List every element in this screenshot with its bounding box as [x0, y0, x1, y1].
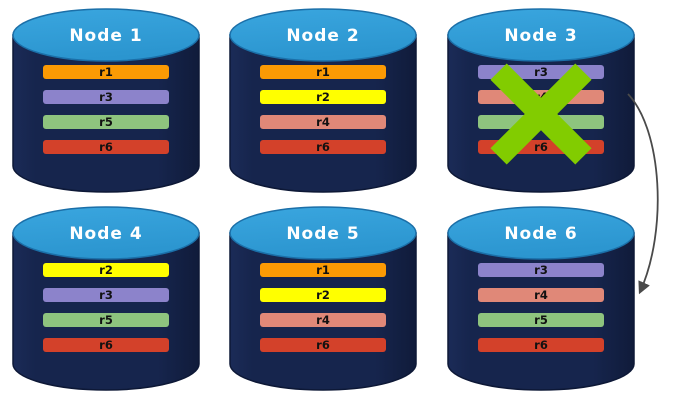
node-cylinder-2[interactable]: Node 2 r1 r2 r4 r6 — [229, 8, 417, 193]
record-bar-label: r4 — [316, 313, 330, 327]
failover-arrow — [627, 93, 659, 295]
record-bar-label: r1 — [99, 65, 113, 79]
record-bar-r3[interactable] — [43, 90, 169, 104]
cylinder-top-disc — [447, 8, 635, 62]
record-bar-r4[interactable] — [260, 313, 386, 327]
record-bar-label: r1 — [316, 263, 330, 277]
record-bar-r3[interactable] — [478, 263, 604, 277]
record-bar-label: r3 — [534, 263, 548, 277]
record-bar-r5[interactable] — [43, 313, 169, 327]
node-title: Node 2 — [286, 26, 359, 46]
record-bar-r4[interactable] — [260, 115, 386, 129]
record-bar-label: r6 — [99, 140, 113, 154]
node-title: Node 1 — [69, 26, 142, 46]
cylinder-top-disc — [229, 8, 417, 62]
record-bar-r2[interactable] — [260, 288, 386, 302]
record-bar-label: r3 — [99, 90, 113, 104]
cylinder-top-disc — [12, 206, 200, 260]
record-bar-label: r6 — [316, 140, 330, 154]
node-title: Node 6 — [504, 224, 577, 244]
record-bar-r1[interactable] — [260, 65, 386, 79]
record-bar-r5[interactable] — [478, 313, 604, 327]
record-bar-label: r6 — [99, 338, 113, 352]
record-bar-r2[interactable] — [43, 263, 169, 277]
record-bar-label: r5 — [99, 313, 113, 327]
node-cylinder-4[interactable]: Node 4 r2 r3 r5 r6 — [12, 206, 200, 391]
record-bar-r4[interactable] — [478, 288, 604, 302]
record-bar-label: r6 — [534, 338, 548, 352]
record-bar-r2[interactable] — [260, 90, 386, 104]
record-bar-r3[interactable] — [43, 288, 169, 302]
failover-arrow-path — [627, 93, 659, 295]
node-title: Node 4 — [69, 224, 142, 244]
record-bar-r6[interactable] — [260, 338, 386, 352]
node-title: Node 5 — [286, 224, 359, 244]
record-bar-r1[interactable] — [43, 65, 169, 79]
node-cylinder-6[interactable]: Node 6 r3 r4 r5 r6 — [447, 206, 635, 391]
record-bar-label: r4 — [316, 115, 330, 129]
cylinder-top-disc — [447, 206, 635, 260]
node-cylinder-1[interactable]: Node 1 r1 r3 r5 r6 — [12, 8, 200, 193]
record-bar-label: r1 — [316, 65, 330, 79]
cylinder-top-disc — [229, 206, 417, 260]
cylinder-top-disc — [12, 8, 200, 62]
record-bar-r6[interactable] — [260, 140, 386, 154]
record-bar-r6[interactable] — [478, 338, 604, 352]
record-bar-label: r6 — [534, 140, 548, 154]
record-bar-label: r2 — [99, 263, 113, 277]
record-bar-r1[interactable] — [260, 263, 386, 277]
record-bar-label: r5 — [534, 313, 548, 327]
node-title: Node 3 — [504, 26, 577, 46]
failure-cross-stroke-2 — [490, 63, 592, 165]
node-cylinder-5[interactable]: Node 5 r1 r2 r4 r6 — [229, 206, 417, 391]
record-bar-r6[interactable] — [43, 140, 169, 154]
overlay-layer — [490, 63, 659, 295]
record-bar-label: r2 — [316, 90, 330, 104]
record-bar-label: r4 — [534, 288, 548, 302]
record-bar-label: r6 — [316, 338, 330, 352]
nodes-layer: Node 1 r1 r3 r5 r6 Node 2 r1 r2 r4 r6 Node 3 r3 r4 r5… — [12, 8, 635, 391]
record-bar-label: r5 — [99, 115, 113, 129]
record-bar-r6[interactable] — [43, 338, 169, 352]
failure-cross-icon — [490, 63, 592, 165]
record-bar-label: r3 — [534, 65, 548, 79]
record-bar-r5[interactable] — [43, 115, 169, 129]
record-bar-label: r2 — [316, 288, 330, 302]
record-bar-label: r3 — [99, 288, 113, 302]
